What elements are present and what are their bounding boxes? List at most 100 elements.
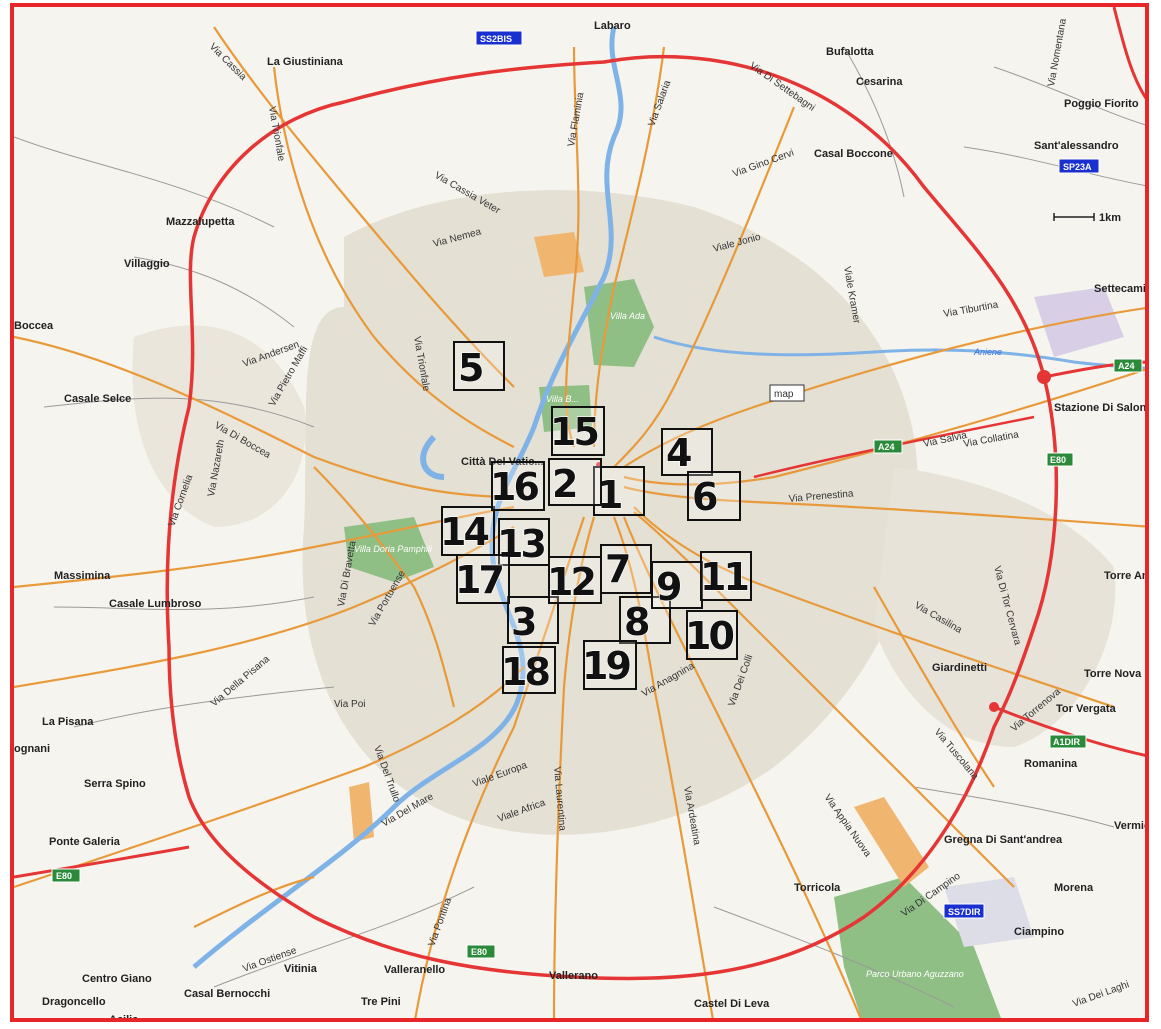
map-frame: Labaro La Giustiniana Bufalotta Cesarina…	[10, 3, 1149, 1022]
road-shields: SS2BIS SP23A A24 A24 E80 A1DIR E80 E80	[51, 30, 1143, 959]
shield-e80-south: E80	[466, 944, 496, 959]
place-casale-selce: Casale Selce	[64, 393, 131, 405]
junction-a24	[1037, 370, 1051, 384]
park-se-strip	[854, 797, 929, 887]
marker-10[interactable]: 10	[684, 610, 738, 660]
marker-1[interactable]: 1	[593, 466, 645, 518]
svg-text:Via Poi: Via Poi	[334, 699, 366, 710]
highway-a24	[1043, 360, 1145, 379]
svg-text:11: 11	[700, 555, 747, 599]
place-ciampino: Ciampino	[1014, 926, 1064, 938]
svg-text:2: 2	[552, 462, 576, 506]
park-villa-ada	[584, 279, 654, 367]
river-vatican-bend	[420, 434, 445, 480]
park-label-villa-doria-pamphili: Villa Doria Pamphili	[354, 544, 433, 554]
marker-16[interactable]: 16	[489, 461, 545, 511]
industrial-southeast	[944, 877, 1034, 947]
marker-13[interactable]: 13	[496, 518, 550, 567]
svg-text:SS7DIR: SS7DIR	[948, 907, 981, 917]
svg-text:12: 12	[547, 560, 594, 604]
place-stazione-di-salone: Stazione Di Salone	[1054, 402, 1149, 414]
place-dragoncello: Dragoncello	[42, 996, 106, 1008]
svg-text:16: 16	[490, 465, 538, 509]
park-label-aguzzano: Parco Urbano Aguzzano	[866, 969, 964, 979]
shield-ss7dir: SS7DIR	[943, 903, 985, 919]
svg-text:E80: E80	[471, 947, 487, 957]
marker-14[interactable]: 14	[439, 506, 495, 556]
map-tag: map	[769, 384, 805, 402]
rome-map[interactable]: Labaro La Giustiniana Bufalotta Cesarina…	[14, 7, 1149, 1022]
svg-text:A24: A24	[1118, 361, 1135, 371]
marker-15[interactable]: 15	[549, 406, 605, 456]
svg-text:4: 4	[666, 431, 691, 475]
place-tre-pini: Tre Pini	[361, 996, 401, 1008]
shield-e80-west: E80	[51, 868, 81, 883]
park-aguzzano	[834, 877, 1001, 1018]
park-label-villa-ada: Villa Ada	[610, 311, 645, 321]
shield-a24-east: A24	[1113, 358, 1143, 373]
marker-8[interactable]: 8	[619, 596, 671, 645]
place-morena: Morena	[1054, 882, 1094, 894]
marker-11[interactable]: 11	[699, 551, 752, 601]
svg-text:17: 17	[455, 558, 502, 602]
marker-5[interactable]: 5	[453, 341, 505, 391]
park-villa-doria-pamphili	[344, 517, 434, 582]
place-labels: Labaro La Giustiniana Bufalotta Cesarina…	[14, 20, 1149, 1018]
place-vitinia: Vitinia	[284, 963, 318, 975]
junction-a1	[989, 702, 999, 712]
place-labaro: Labaro	[594, 20, 631, 32]
place-serra-spino: Serra Spino	[84, 778, 146, 790]
svg-text:A24: A24	[878, 442, 895, 452]
marker-6[interactable]: 6	[687, 471, 741, 521]
svg-text:E80: E80	[56, 871, 72, 881]
park-label-villa-borghese: Villa B...	[546, 394, 579, 404]
marker-18[interactable]: 18	[500, 646, 556, 695]
industrial-east	[1034, 287, 1124, 357]
marker-2[interactable]: 2	[548, 458, 602, 507]
marker-7[interactable]: 7	[600, 544, 652, 594]
place-sant-alessandro: Sant'alessandro	[1034, 140, 1119, 152]
place-vallerano: Vallerano	[549, 970, 598, 982]
marker-12[interactable]: 12	[546, 556, 602, 605]
svg-text:15: 15	[550, 410, 597, 454]
place-torre-angela: Torre Angela	[1104, 570, 1149, 582]
place-casal-boccone: Casal Boccone	[814, 148, 893, 160]
marker-9[interactable]: 9	[651, 561, 703, 610]
place-romanina: Romanina	[1024, 758, 1078, 770]
svg-text:9: 9	[656, 565, 681, 609]
svg-text:SS2BIS: SS2BIS	[480, 34, 512, 44]
place-vermicino: Vermic	[1114, 820, 1149, 832]
marker-19[interactable]: 19	[581, 640, 637, 690]
place-massimina: Massimina	[54, 570, 111, 582]
place-tor-vergata: Tor Vergata	[1056, 703, 1117, 715]
shield-e80-east: E80	[1046, 452, 1074, 467]
shield-a1dir: A1DIR	[1049, 734, 1087, 749]
place-mazzalupetta: Mazzalupetta	[166, 216, 235, 228]
scale-bar: 1km	[1053, 212, 1121, 224]
svg-text:map: map	[774, 389, 794, 400]
place-la-pisana: La Pisana	[42, 716, 94, 728]
place-cesarina: Cesarina	[856, 76, 903, 88]
river-label-aniene: Aniene	[973, 347, 1002, 357]
shield-a24-mid: A24	[873, 439, 903, 454]
svg-text:19: 19	[582, 644, 630, 688]
park-labels: Villa Ada Villa Doria Pamphili Parco Urb…	[354, 311, 964, 979]
numbered-markers: 1 2 3 4 5 6 7 8	[439, 341, 752, 695]
place-castel-di-leva: Castel Di Leva	[694, 998, 770, 1010]
svg-text:E80: E80	[1050, 455, 1066, 465]
place-centro-giano: Centro Giano	[82, 973, 152, 985]
marker-3[interactable]: 3	[507, 596, 559, 645]
place-gregna: Gregna Di Sant'andrea	[944, 834, 1063, 846]
marker-4[interactable]: 4	[661, 428, 713, 476]
svg-text:6: 6	[692, 475, 717, 519]
svg-text:SP23A: SP23A	[1063, 162, 1092, 172]
scale-label: 1km	[1099, 212, 1121, 224]
svg-text:A1DIR: A1DIR	[1053, 737, 1081, 747]
marker-17[interactable]: 17	[454, 554, 510, 604]
park-north	[534, 232, 584, 277]
svg-text:14: 14	[440, 510, 488, 554]
place-casale-lumbroso: Casale Lumbroso	[109, 598, 202, 610]
svg-text:7: 7	[605, 547, 629, 591]
ring-road	[165, 55, 1059, 981]
place-valleranello: Valleranello	[384, 964, 445, 976]
